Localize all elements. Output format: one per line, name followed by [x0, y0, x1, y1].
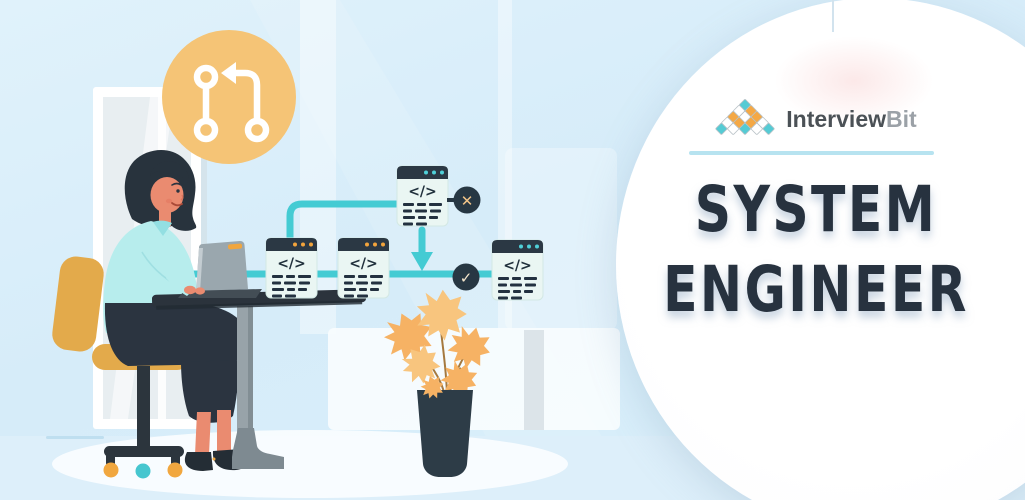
git-branch-icon [193, 64, 270, 143]
logo-diamond [762, 122, 775, 135]
table-foot [232, 428, 284, 469]
hand [184, 285, 196, 295]
brand-logo: InterviewBit [640, 94, 990, 144]
floor-line [46, 436, 104, 439]
code-glyph: </> [277, 256, 306, 272]
skirt-lower [181, 360, 239, 423]
window-dot [527, 244, 531, 249]
chair-wheel [135, 463, 151, 479]
arrow-head [221, 62, 236, 84]
rejected-icon: ✕ [461, 192, 474, 210]
window-dot [373, 242, 377, 247]
code-glyph: </> [408, 184, 437, 200]
rejected-circle [453, 186, 481, 214]
rejected-status: ✕ [447, 186, 481, 214]
window-dot [535, 244, 539, 249]
eye [176, 189, 180, 193]
wall-panel [505, 148, 617, 330]
spotlight-panel [616, 0, 1025, 500]
shoe [184, 452, 213, 471]
approved-circle [452, 263, 480, 291]
cabinet [328, 328, 620, 430]
hand [195, 287, 205, 295]
blush [165, 198, 173, 204]
arm [139, 243, 197, 295]
brand-divider [689, 151, 934, 155]
title-line-1: SYSTEM [694, 173, 938, 246]
page-title: SYSTEM ENGINEER [643, 170, 989, 330]
chair-wheel [167, 462, 183, 478]
logo-diamond [751, 122, 764, 135]
approved-icon: ✓ [460, 269, 473, 287]
plant-pot [417, 390, 473, 477]
pink-glow [774, 36, 934, 126]
merge-arrow-head [411, 252, 433, 271]
hands [166, 274, 205, 296]
nose [180, 194, 184, 201]
floor-highlight [52, 430, 568, 498]
code-file-card: </> [265, 237, 318, 299]
code-file-card: </> [491, 239, 544, 301]
chair-backrest [52, 256, 104, 352]
face [150, 177, 184, 213]
collar [153, 220, 172, 236]
table [151, 289, 367, 469]
chair-wheel [103, 462, 119, 478]
window-dot [365, 242, 369, 247]
git-branch-badge [162, 30, 296, 164]
branch-flow-line [286, 200, 401, 278]
leg [217, 410, 231, 453]
hair-fringe [150, 161, 190, 184]
laptop-logo [228, 243, 243, 250]
eyebrow [171, 182, 182, 186]
logo-diamond [739, 122, 752, 135]
code-file-card: </> [396, 165, 449, 227]
code-file-card: </> [337, 237, 390, 299]
code-glyph: </> [349, 256, 378, 272]
brand-name-secondary: Bit [886, 105, 917, 132]
brand-wordmark: InterviewBit [786, 106, 916, 133]
window-dot [432, 170, 436, 175]
approved-status: ✓ [452, 263, 480, 291]
window-dot [301, 242, 305, 247]
logo-diamond [727, 122, 740, 135]
chair-column [137, 366, 150, 450]
window-dot [293, 242, 297, 247]
smile [171, 202, 183, 207]
code-glyph: </> [503, 258, 532, 274]
chair-base [104, 446, 184, 457]
brand-name-primary: Interview [786, 105, 887, 132]
plant [379, 287, 497, 477]
badge-circle [162, 30, 296, 164]
window-dot [381, 242, 385, 247]
window-dot [519, 244, 523, 249]
leg [195, 412, 211, 455]
window-dot [424, 170, 428, 175]
logo-diamond [715, 122, 728, 135]
window-dot [440, 170, 444, 175]
window-dot [309, 242, 313, 247]
brand-logo-icon [715, 99, 775, 135]
skirt [104, 303, 248, 366]
panel-hairline [832, 0, 834, 32]
laptop-lid [196, 241, 248, 292]
title-line-2: ENGINEER [663, 253, 969, 326]
